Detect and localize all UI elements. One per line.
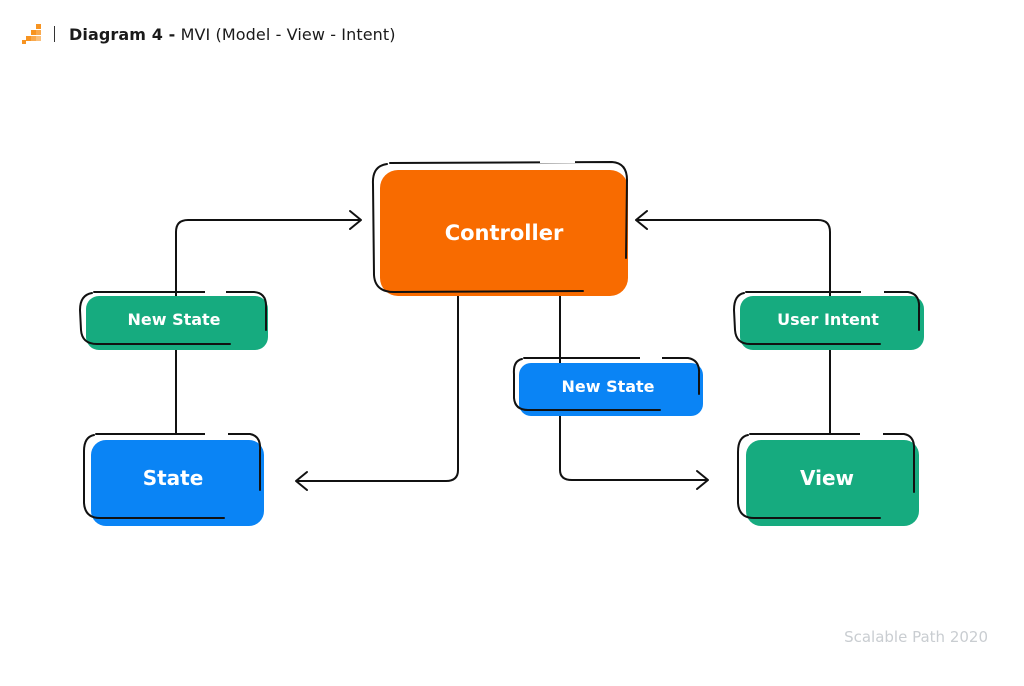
state-label: State <box>143 466 204 490</box>
new-state-center-label: New State <box>561 377 654 396</box>
user-intent-label: User Intent <box>777 310 879 329</box>
page-header: Diagram 4 - MVI (Model - View - Intent) <box>22 20 396 48</box>
state-node: State <box>83 431 264 526</box>
brand-logo-icon <box>22 24 41 44</box>
page-title-bold: Diagram 4 - <box>69 24 176 44</box>
controller-node: Controller <box>371 159 629 296</box>
connector-view-to-controller <box>636 219 831 435</box>
footer-credit: Scalable Path 2020 <box>844 628 988 646</box>
view-label: View <box>800 466 854 490</box>
connector-controller-to-view <box>559 295 708 481</box>
arrowhead-controller-right <box>635 210 648 230</box>
new-state-left-node: New State <box>78 289 268 350</box>
user-intent-node: User Intent <box>732 289 924 350</box>
arrowhead-view <box>696 470 709 490</box>
new-state-center-node: New State <box>512 355 703 416</box>
header-separator <box>54 26 55 42</box>
new-state-left-label: New State <box>127 310 220 329</box>
view-node: View <box>737 431 919 526</box>
page-title: Diagram 4 - MVI (Model - View - Intent) <box>69 25 396 44</box>
page-title-rest: MVI (Model - View - Intent) <box>175 24 396 44</box>
controller-label: Controller <box>445 221 564 245</box>
arrowhead-controller-left <box>349 210 362 230</box>
connector-controller-to-state <box>296 295 459 482</box>
arrowhead-state <box>295 471 308 491</box>
connector-state-to-controller <box>175 219 361 435</box>
